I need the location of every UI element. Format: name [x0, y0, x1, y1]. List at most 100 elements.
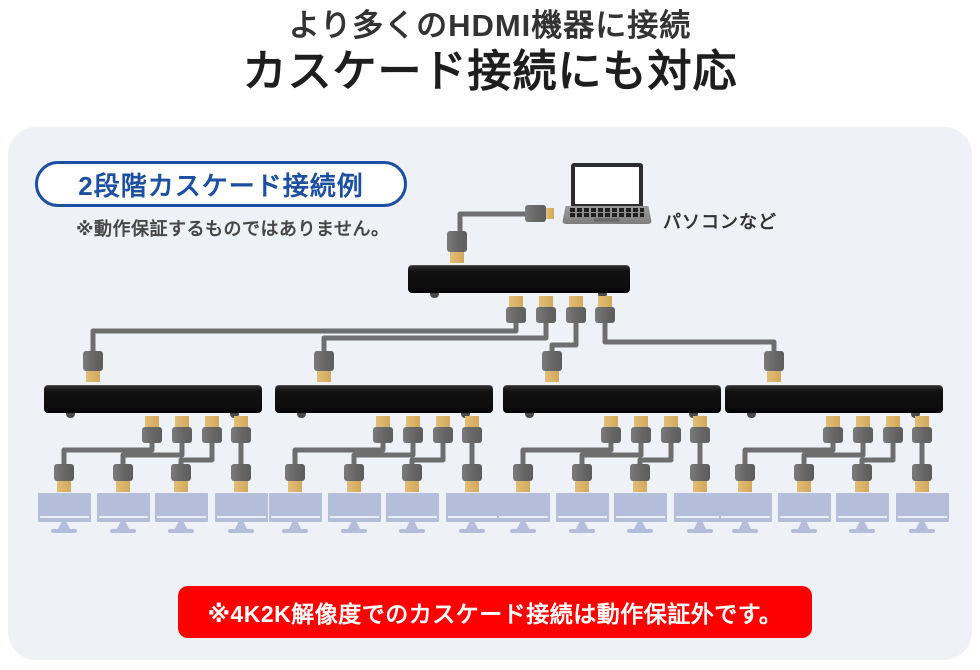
hdmi-plug-icon — [764, 351, 784, 371]
monitor-stand-base — [687, 529, 713, 533]
hdmi-plug-icon — [690, 464, 710, 481]
monitor-bezel-line — [216, 516, 266, 518]
hdmi-cable — [120, 436, 185, 470]
hdmi-plug-icon — [433, 427, 453, 443]
hdmi-connector-tip — [57, 481, 71, 492]
monitor-icon — [445, 493, 499, 522]
hdmi-plug-icon — [853, 427, 873, 443]
hdmi-plug-icon — [231, 464, 251, 481]
page-subtitle: より多くのHDMI機器に接続 — [288, 8, 692, 43]
monitor-icon — [673, 493, 727, 522]
hdmi-splitter-device — [503, 385, 721, 413]
monitor-stand-stem — [58, 522, 70, 529]
monitor-icon — [777, 493, 831, 522]
hdmi-plug-icon — [54, 464, 74, 481]
hdmi-connector-tip — [509, 296, 523, 307]
monitor-bezel-line — [270, 516, 320, 518]
device-foot — [230, 413, 239, 418]
hdmi-connector-tip — [915, 481, 929, 492]
hdmi-plug-icon — [202, 427, 222, 443]
hdmi-plug-icon — [912, 464, 932, 481]
hdmi-cable — [801, 436, 866, 470]
monitor-stand-stem — [117, 522, 129, 529]
hdmi-cable — [351, 436, 416, 470]
hdmi-connector-tip — [405, 481, 419, 492]
monitor-stand-stem — [576, 522, 588, 529]
hdmi-plug-icon — [83, 351, 103, 371]
monitor-bezel-line — [498, 516, 548, 518]
device-foot — [430, 293, 439, 298]
hdmi-connector-tip — [205, 416, 219, 427]
monitor-stand-stem — [916, 522, 928, 529]
monitor-bezel-line — [98, 516, 148, 518]
monitor-bezel-line — [897, 516, 947, 518]
hdmi-plug-icon — [735, 464, 755, 481]
monitor-bezel-line — [387, 516, 437, 518]
monitor-bezel-line — [615, 516, 665, 518]
monitor-stand-base — [228, 529, 254, 533]
monitor-icon — [154, 493, 208, 522]
hdmi-cable — [321, 316, 549, 356]
hdmi-connector-tip — [317, 371, 331, 382]
device-foot — [598, 293, 607, 298]
hdmi-plug-icon — [513, 464, 533, 481]
monitor-icon — [895, 493, 949, 522]
hdmi-plug-icon — [690, 427, 710, 443]
device-foot — [461, 413, 470, 418]
monitor-stand-stem — [798, 522, 810, 529]
monitor-stand-stem — [175, 522, 187, 529]
hdmi-splitter-device — [725, 385, 943, 413]
monitor-icon — [835, 493, 889, 522]
hdmi-connector-tip — [738, 481, 752, 492]
hdmi-connector-tip — [450, 252, 464, 263]
hdmi-connector-tip — [406, 416, 420, 427]
hdmi-connector-tip — [465, 416, 479, 427]
monitor-bezel-line — [156, 516, 206, 518]
hdmi-plug-icon — [113, 464, 133, 481]
monitor-stand-base — [110, 529, 136, 533]
device-foot — [525, 413, 534, 418]
hdmi-plug-icon — [447, 231, 467, 252]
laptop-keyboard-icon — [562, 206, 652, 224]
hdmi-plug-icon — [661, 427, 681, 443]
hdmi-plug-icon — [630, 464, 650, 481]
laptop-icon — [571, 163, 643, 208]
hdmi-plug-icon — [566, 307, 586, 323]
hdmi-plug-icon — [344, 464, 364, 481]
monitor-bezel-line — [837, 516, 887, 518]
hdmi-connector-tip — [539, 296, 553, 307]
monitor-stand-stem — [289, 522, 301, 529]
hdmi-plug-icon — [403, 427, 423, 443]
hdmi-connector-tip — [545, 371, 559, 382]
hdmi-splitter-device — [275, 385, 493, 413]
monitor-stand-stem — [856, 522, 868, 529]
hdmi-connector-tip — [174, 481, 188, 492]
device-foot — [297, 413, 306, 418]
hdmi-connector-tip — [826, 416, 840, 427]
hdmi-plug-icon — [525, 205, 546, 222]
hdmi-connector-tip — [856, 416, 870, 427]
hdmi-connector-tip — [915, 416, 929, 427]
hdmi-cable — [742, 436, 836, 470]
hdmi-plug-icon — [823, 427, 843, 443]
device-foot — [747, 413, 756, 418]
hdmi-plug-icon — [852, 464, 872, 481]
monitor-stand-base — [341, 529, 367, 533]
hdmi-connector-tip — [546, 208, 554, 219]
hdmi-plug-icon — [542, 351, 562, 371]
monitor-stand-stem — [739, 522, 751, 529]
hdmi-connector-tip — [664, 416, 678, 427]
hdmi-splitter-device — [44, 385, 262, 413]
hdmi-plug-icon — [912, 427, 932, 443]
hdmi-connector-tip — [465, 481, 479, 492]
keyboard-row — [570, 208, 644, 212]
monitor-bezel-line — [447, 516, 497, 518]
hdmi-plug-icon — [231, 427, 251, 443]
monitor-stand-base — [732, 529, 758, 533]
hdmi-splitter-device — [408, 265, 630, 293]
hdmi-connector-tip — [693, 481, 707, 492]
hdmi-plug-icon — [794, 464, 814, 481]
cascade-example-badge: 2段階カスケード接続例 — [35, 161, 407, 207]
hdmi-connector-tip — [347, 481, 361, 492]
